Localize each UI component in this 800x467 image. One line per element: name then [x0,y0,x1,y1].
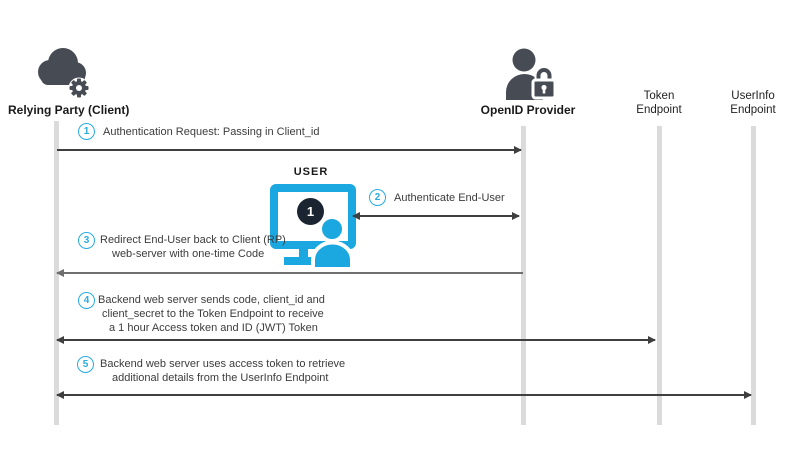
arrowhead-right-icon [744,391,752,399]
lifeline-token-endpoint [657,126,662,425]
arrow-token-exchange [56,336,656,344]
step-3-number: 3 [78,232,95,249]
step-4-line1: Backend web server sends code, client_id… [98,294,325,306]
step-2-text: Authenticate End-User [394,192,505,204]
step-3-text: Redirect End-User back to Client (RP) we… [100,233,286,261]
step-5-number: 5 [77,356,94,373]
step-4-line3: a 1 hour Access token and ID (JWT) Token [109,322,318,334]
arrow-auth-request [57,146,522,154]
step-3-line2: web-server with one-time Code [112,248,265,260]
arrowhead-right-icon [514,146,522,154]
token-endpoint-label: Token Endpoint [619,89,699,117]
openid-provider-label: OpenID Provider [480,103,576,117]
step-1-text: Authentication Request: Passing in Clien… [103,126,320,138]
step-2-number: 2 [369,189,386,206]
step-1-number: 1 [78,123,95,140]
user-lock-icon [506,48,557,100]
arrowhead-left-icon [56,391,64,399]
arrowhead-left-icon [56,269,64,277]
token-endpoint-line2: Endpoint [636,104,682,116]
step-5-line2: additional details from the UserInfo End… [112,372,329,384]
arrowhead-left-icon [56,336,64,344]
step-3-line1: Redirect End-User back to Client (RP) [100,234,286,246]
token-endpoint-line1: Token [643,90,675,102]
lifeline-openid-provider [521,126,526,425]
userinfo-endpoint-line1: UserInfo [731,90,775,102]
userinfo-endpoint-label: UserInfo Endpoint [713,89,793,117]
arrow-redirect-with-code [56,269,523,277]
arrowhead-left-icon [352,212,360,220]
step-4-line2: client_secret to the Token Endpoint to r… [102,308,324,320]
arrow-authenticate-end-user [352,212,520,220]
session-badge: 1 [297,198,324,225]
step-4-number: 4 [78,292,95,309]
userinfo-endpoint-line2: Endpoint [730,104,776,116]
relying-party-label: Relying Party (Client) [8,103,130,117]
arrowhead-right-icon [512,212,520,220]
user-label: USER [293,166,329,178]
step-5-line1: Backend web server uses access token to … [100,358,346,370]
lifeline-userinfo-endpoint [751,126,756,425]
step-4-text: Backend web server sends code, client_id… [98,293,325,335]
arrow-userinfo-request [56,391,752,399]
cloud-gear-icon [38,48,90,99]
step-5-text: Backend web server uses access token to … [100,357,345,385]
arrowhead-right-icon [648,336,656,344]
